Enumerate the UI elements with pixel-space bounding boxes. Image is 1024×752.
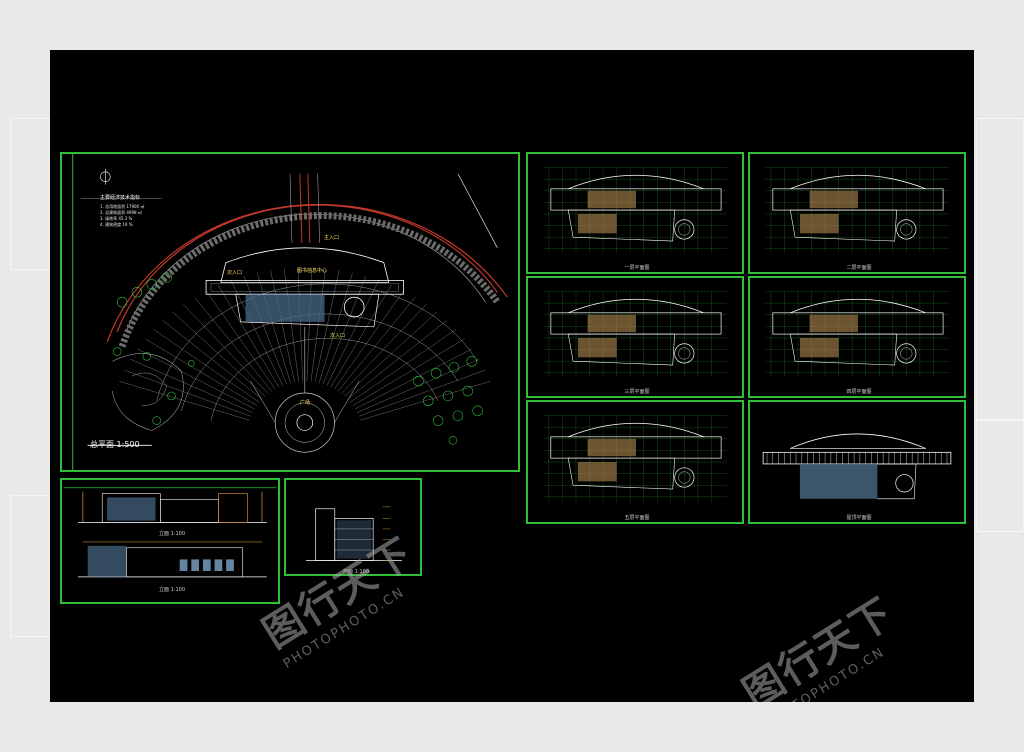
elevations-sheet[interactable]: 立面 1:100 立面 1:100: [60, 478, 280, 604]
floor-plan-title: 四层平面图: [846, 389, 872, 395]
roof-plan-sheet[interactable]: 屋顶平面图: [748, 400, 966, 524]
plaza-label: 广场: [300, 400, 311, 406]
elevation-title: 立面 1:100: [159, 587, 185, 593]
ghost-drawing-left: [10, 118, 50, 270]
site-plan-sheet[interactable]: 主要经济技术指标 1. 总用地面积 17900 ㎡ 2. 总建筑面积 4998 …: [60, 152, 520, 472]
section-drawing: [306, 506, 402, 561]
floor-plan-drawing: [543, 167, 727, 253]
floor-plan-title: 三层平面图: [624, 389, 650, 395]
floor-plan-title: 五层平面图: [624, 515, 650, 521]
roof-plan-drawing: [762, 433, 952, 500]
main-entry-label: 主入口: [324, 235, 340, 241]
elevations-drawing: [63, 487, 277, 578]
legend-item: 2. 总建筑面积 4998 ㎡: [100, 210, 142, 215]
legend-item: 1. 总用地面积 17900 ㎡: [100, 204, 145, 209]
floor-plan-sheet[interactable]: 四层平面图: [748, 276, 966, 398]
ghost-drawing-right-lower: [976, 420, 1024, 532]
ghost-drawing-right: [976, 118, 1024, 420]
floor-plan-drawing: [543, 291, 727, 377]
side-entry-label: 次入口: [227, 270, 243, 276]
legend-list: 1. 总用地面积 17900 ㎡ 2. 总建筑面积 4998 ㎡ 3. 绿地率 …: [100, 204, 144, 228]
building-label: 图书信息中心: [297, 268, 328, 274]
floor-plan-drawing: [543, 415, 727, 503]
floor-plan-drawing: [765, 291, 949, 377]
watermark: 图行天下 PHOTOPHOTO.CN: [730, 581, 911, 702]
cad-drawing-canvas: 主要经济技术指标 1. 总用地面积 17900 ㎡ 2. 总建筑面积 4998 …: [50, 50, 974, 702]
floor-plan-title: 一层平面图: [624, 265, 650, 271]
floor-plan-sheet[interactable]: 三层平面图: [526, 276, 744, 398]
site-plan-scale-title: 总平面 1:500: [90, 440, 140, 449]
floor-plan-sheet[interactable]: 一层平面图: [526, 152, 744, 274]
legend-title: 主要经济技术指标: [100, 195, 141, 201]
floor-plan-sheet[interactable]: 五层平面图: [526, 400, 744, 524]
legend-item: 3. 绿地率 45.3 %: [100, 216, 133, 221]
roof-plan-title: 屋顶平面图: [846, 515, 872, 521]
section-sheet[interactable]: 剖面 1:100: [284, 478, 422, 576]
floor-plan-drawing: [765, 167, 949, 253]
watermark-url: PHOTOPHOTO.CN: [760, 644, 888, 702]
watermark-brand: 图行天下: [735, 589, 903, 702]
section-title: 剖面 1:100: [343, 569, 369, 575]
legend-item: 4. 建筑密度 19 %: [100, 222, 133, 227]
side-entry-label: 次入口: [330, 333, 346, 339]
elevation-title: 立面 1:100: [159, 531, 185, 537]
watermark-url: PHOTOPHOTO.CN: [280, 584, 408, 672]
site-plan-drawing: [72, 154, 508, 470]
ghost-drawing-left-lower: [10, 495, 50, 637]
floor-plan-title: 二层平面图: [846, 265, 872, 271]
floor-plan-sheet[interactable]: 二层平面图: [748, 152, 966, 274]
